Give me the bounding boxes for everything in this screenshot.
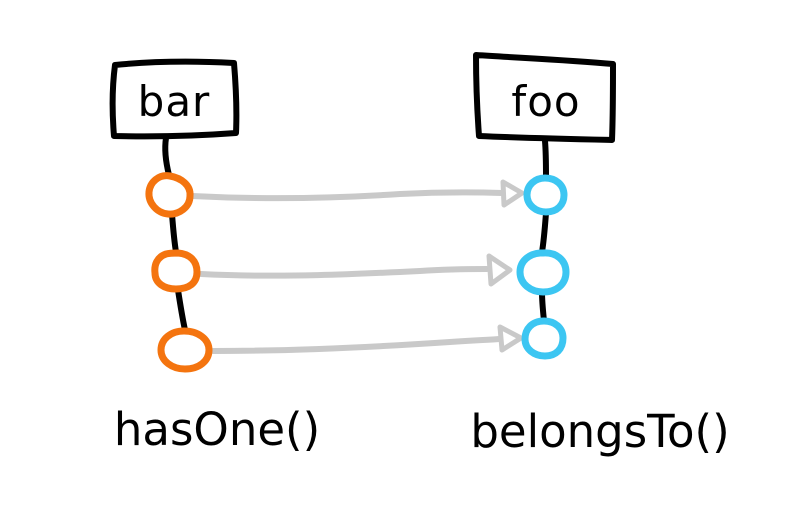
foo-ports	[516, 174, 570, 360]
entity-foo-label: foo	[511, 77, 580, 126]
arrow-shaft-3	[210, 336, 502, 354]
lifeline-foo-seg2	[539, 210, 549, 255]
port-marker-foo-3	[521, 317, 567, 360]
port-marker-bar-3	[157, 327, 213, 373]
relation-arrows	[189, 179, 525, 354]
arrow-shaft-2	[198, 266, 490, 279]
port-marker-bar-2	[151, 249, 201, 293]
lifeline-foo-seg1	[542, 138, 549, 180]
arrowhead-icon-1	[500, 179, 525, 208]
arrow-shaft-1	[189, 189, 505, 202]
arrowhead-icon-2	[486, 253, 513, 287]
entity-box-bar	[109, 58, 240, 140]
entity-bar-label: bar	[138, 77, 211, 126]
lifeline-bar-seg1	[162, 135, 172, 178]
lifeline-foo-seg3	[539, 289, 547, 324]
port-marker-bar-1	[145, 172, 194, 218]
method-belongsto-label: belongsTo()	[470, 405, 729, 458]
lifeline-bar-seg2	[169, 211, 179, 255]
bar-ports	[145, 172, 213, 373]
entity-box-foo	[473, 52, 616, 143]
lifeline-bar-seg3	[175, 287, 188, 333]
arrowhead-icon-3	[497, 324, 524, 353]
port-marker-foo-2	[516, 249, 570, 296]
port-marker-foo-1	[523, 174, 568, 216]
method-hasone-label: hasOne()	[114, 403, 320, 456]
